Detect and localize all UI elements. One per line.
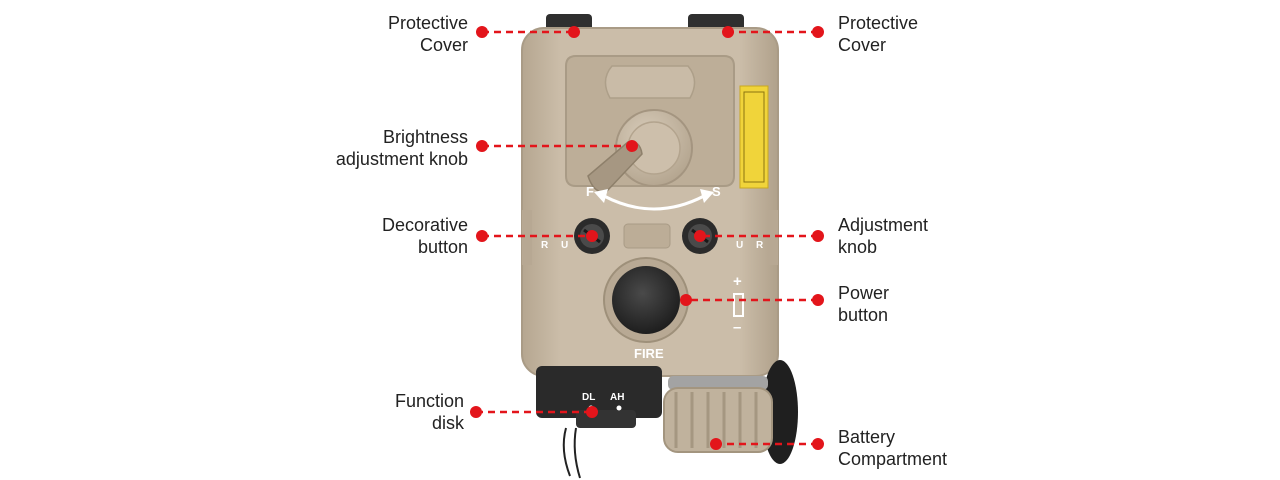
label-dot-adjustment-knob bbox=[812, 230, 824, 242]
marking-u-left: U bbox=[561, 240, 568, 251]
target-dot-decorative-button bbox=[586, 230, 598, 242]
label-dot-battery-compartment bbox=[812, 438, 824, 450]
label-dot-function-disk bbox=[470, 406, 482, 418]
marking-f: F bbox=[586, 184, 594, 199]
target-dot-power-button bbox=[680, 294, 692, 306]
marking-ah: AH bbox=[610, 392, 624, 403]
marking-r-left: R bbox=[541, 240, 549, 251]
marking-r-right: R bbox=[756, 240, 764, 251]
target-dot-function-disk bbox=[586, 406, 598, 418]
marking-s: S bbox=[712, 184, 721, 199]
target-dot-brightness-adjustment-knob bbox=[626, 140, 638, 152]
callout-lines bbox=[470, 26, 824, 450]
marking-dl: DL bbox=[582, 392, 595, 403]
label-dot-protective-cover-left bbox=[476, 26, 488, 38]
power-button-part bbox=[612, 266, 680, 334]
center-recess bbox=[623, 223, 671, 249]
battery-symbol bbox=[733, 293, 744, 317]
warning-label bbox=[739, 85, 769, 189]
rotation-arc bbox=[603, 194, 705, 211]
label-dot-protective-cover-right bbox=[812, 26, 824, 38]
right-rail bbox=[768, 210, 778, 265]
function-disk-part bbox=[536, 366, 662, 479]
left-rail bbox=[522, 210, 532, 265]
marking-u-right: U bbox=[736, 240, 743, 251]
target-dot-protective-cover-right bbox=[722, 26, 734, 38]
label-dot-power-button bbox=[812, 294, 824, 306]
label-dot-brightness-adjustment-knob bbox=[476, 140, 488, 152]
marking-plus: + bbox=[733, 273, 742, 290]
marking-fire: FIRE bbox=[634, 346, 664, 361]
battery-compartment-part bbox=[663, 360, 798, 464]
marking-minus: – bbox=[733, 319, 741, 336]
label-dot-decorative-button bbox=[476, 230, 488, 242]
top-recess bbox=[604, 65, 696, 99]
target-dot-protective-cover-left bbox=[568, 26, 580, 38]
target-dot-battery-compartment bbox=[710, 438, 722, 450]
target-dot-adjustment-knob bbox=[694, 230, 706, 242]
